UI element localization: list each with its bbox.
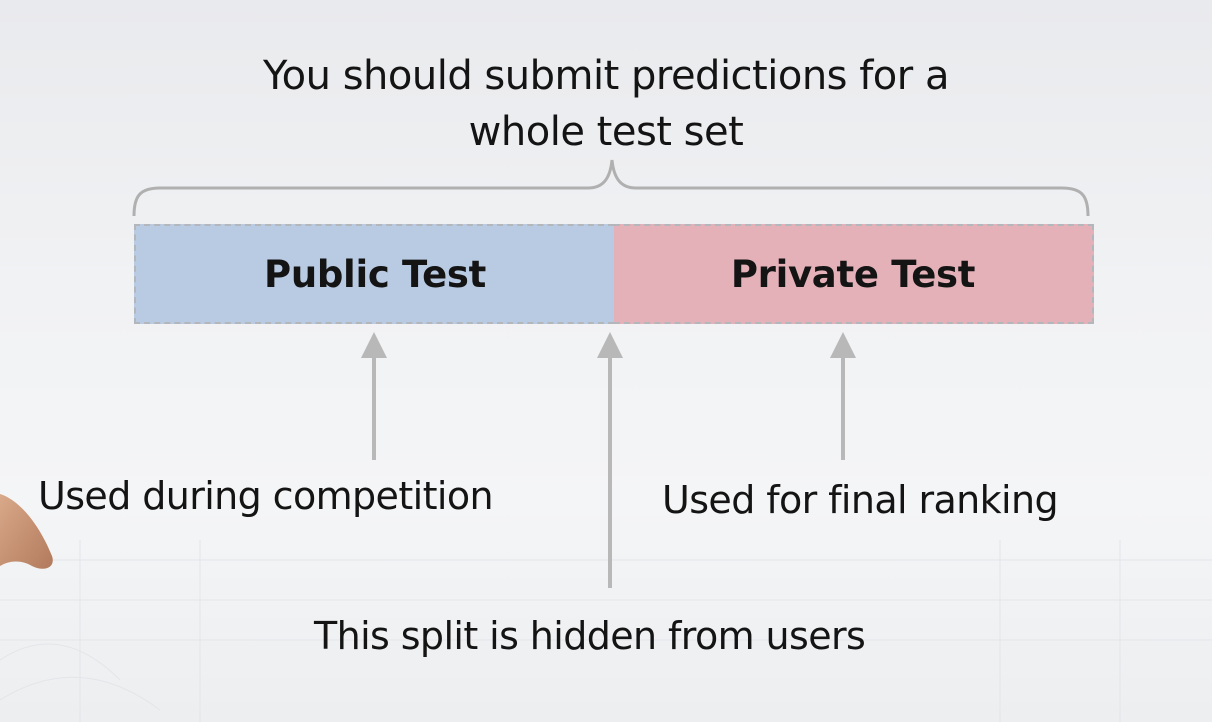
private-arrow (830, 332, 856, 460)
title-line-2: whole test set (468, 109, 744, 155)
split-arrow (597, 332, 623, 588)
public-test-block: Public Test (134, 224, 614, 324)
title-line-1: You should submit predictions for a (263, 53, 949, 99)
diagram-title: You should submit predictions for a whol… (206, 48, 1006, 160)
curly-brace (132, 159, 1090, 217)
private-usage-caption: Used for final ranking (662, 478, 1059, 522)
public-arrow (361, 332, 387, 460)
public-usage-caption: Used during competition (38, 474, 494, 518)
private-test-block: Private Test (614, 224, 1094, 324)
private-test-label: Private Test (730, 252, 976, 296)
public-test-label: Public Test (264, 252, 486, 296)
split-note-caption: This split is hidden from users (314, 614, 866, 658)
